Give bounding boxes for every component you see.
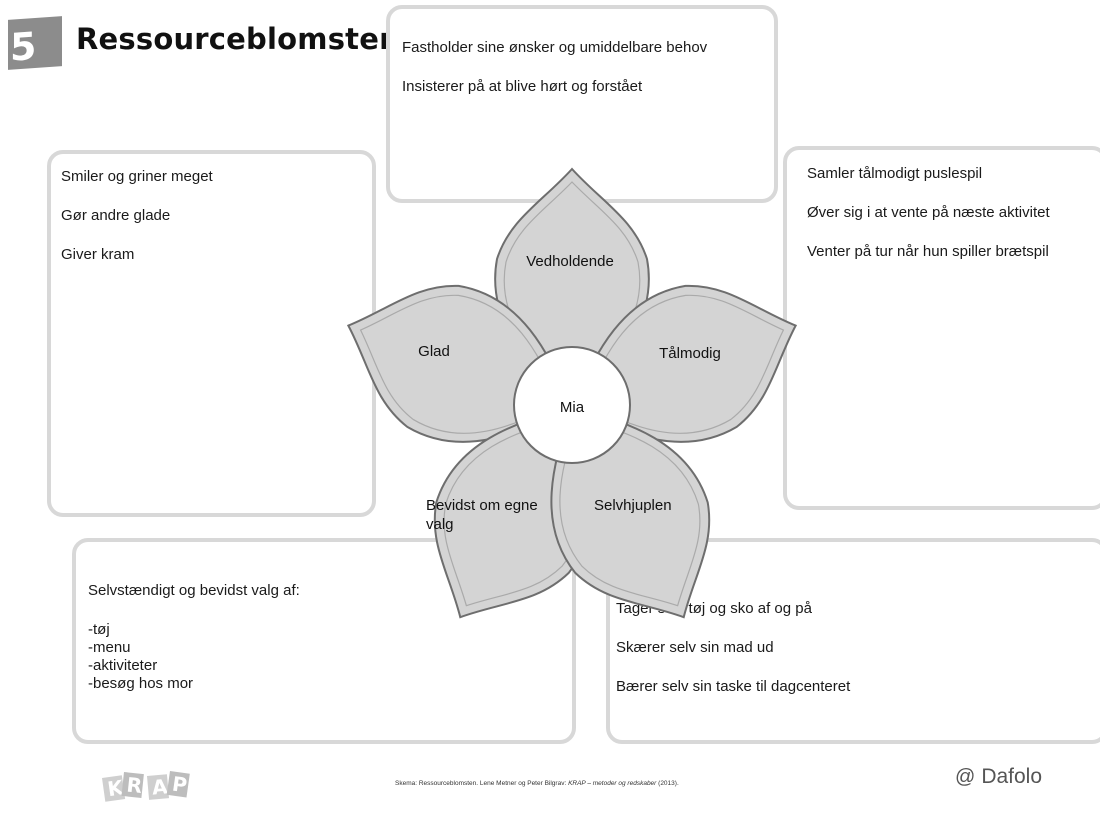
box-list-item: -tøj [88,621,110,638]
footer-credit: Skema: Ressourceblomsten. Lene Metner og… [395,780,679,787]
svg-text:A: A [151,774,169,799]
dafolo-mark-icon: @ [955,766,976,788]
box-line: Insisterer på at blive hørt og forstået [402,78,643,95]
box-line: Gør andre glade [61,207,171,224]
petal-label-bottom-right: Selvhjuplen [594,497,672,514]
resource-box-right: Samler tålmodigt puslespil Øver sig i at… [783,146,1100,510]
petal-label-bottom-left-1: Bevidst om egne [426,497,538,514]
dafolo-logo: @Dafolo [955,765,1042,789]
svg-text:P: P [171,772,189,798]
petal-label-bottom-left-2: valg [426,516,454,533]
box-list-item: -aktiviteter [88,657,158,674]
center-label: Mia [560,399,585,416]
box-line: Fastholder sine ønsker og umiddelbare be… [402,39,708,56]
flower-center [513,346,631,464]
resource-box-left: Smiler og griner meget Gør andre glade G… [47,150,376,517]
petal-label-right: Tålmodig [659,345,721,362]
box-line: Skærer selv sin mad ud [616,639,774,656]
resource-box-top: Fastholder sine ønsker og umiddelbare be… [386,5,778,203]
box-line: Giver kram [61,246,135,263]
box-intro: Selvstændigt og bevidst valg af: [88,582,300,599]
resource-box-bottom-right: Tager selv tøj og sko af og på Skærer se… [606,538,1100,744]
box-list-item: -menu [88,639,131,656]
box-line: Smiler og griner meget [61,168,213,185]
box-line: Øver sig i at vente på næste aktivitet [807,204,1050,221]
petal-label-left: Glad [418,343,450,360]
petal-label-top: Vedholdende [526,253,614,270]
box-line: Samler tålmodigt puslespil [807,165,983,182]
box-line: Bærer selv sin taske til dagcenteret [616,678,851,695]
page-title: Ressourceblomsten [76,22,400,56]
publisher-name: Dafolo [981,765,1043,788]
credit-prefix: Skema: Ressourceblomsten. Lene Metner og… [395,780,569,787]
credit-suffix: (2013). [656,780,679,787]
svg-text:R: R [125,772,143,797]
box-line: Venter på tur når hun spiller brætspil [807,243,1049,260]
svg-text:K: K [106,775,126,801]
krap-logo: K R A P [102,771,190,802]
box-list-item: -besøg hos mor [88,675,194,692]
credit-title: KRAP – metoder og redskaber [568,780,657,787]
